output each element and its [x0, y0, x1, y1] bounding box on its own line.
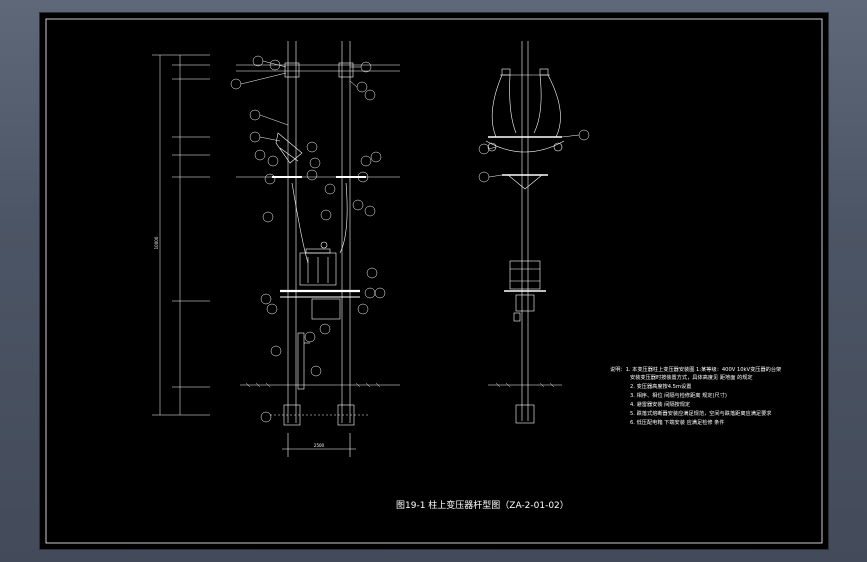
- pole-transformer-drawing: 10000: [45, 18, 823, 544]
- vertical-dimension-chain: [152, 54, 210, 416]
- front-elevation: [236, 41, 400, 457]
- note-line: 安装变压器时按装置方式，具体高度见 距地面 的规定: [630, 373, 753, 381]
- note-line: 5. 跌落式熔断器安装应满足规范，空间与跌落距离应满足要求: [630, 409, 772, 417]
- note-line: 4. 避雷器安装 间隔按规定: [630, 400, 690, 408]
- side-elevation: [485, 41, 565, 424]
- dimension-bottom-label: 2500: [314, 443, 325, 448]
- note-line: 2. 变压器高度按4.5m设置: [630, 382, 691, 390]
- notes-block: 说明：1. 本变压器柱上变压器安装图 1:某等级：400V 10kV变压器的台架…: [610, 365, 781, 426]
- note-line: 3. 相序、相位 间隔与检修距离 规定(尺寸): [630, 391, 727, 399]
- ground-hatching: [245, 382, 555, 388]
- drawing-title: 图19-1 柱上变压器杆型图（ZA-2-01-02）: [396, 499, 569, 511]
- callout-balloons-right: [478, 129, 590, 183]
- drawing-border: [45, 18, 823, 544]
- note-line: 说明：1. 本变压器柱上变压器安装图 1:某等级：400V 10kV变压器的台架: [610, 365, 781, 373]
- dimension-total-label: 10000: [154, 236, 159, 249]
- note-line: 6. 低压配电箱 下端安装 应满足检修 条件: [630, 418, 725, 426]
- callout-balloons-left: [230, 55, 386, 423]
- drawing-sheet: 10000: [40, 13, 828, 549]
